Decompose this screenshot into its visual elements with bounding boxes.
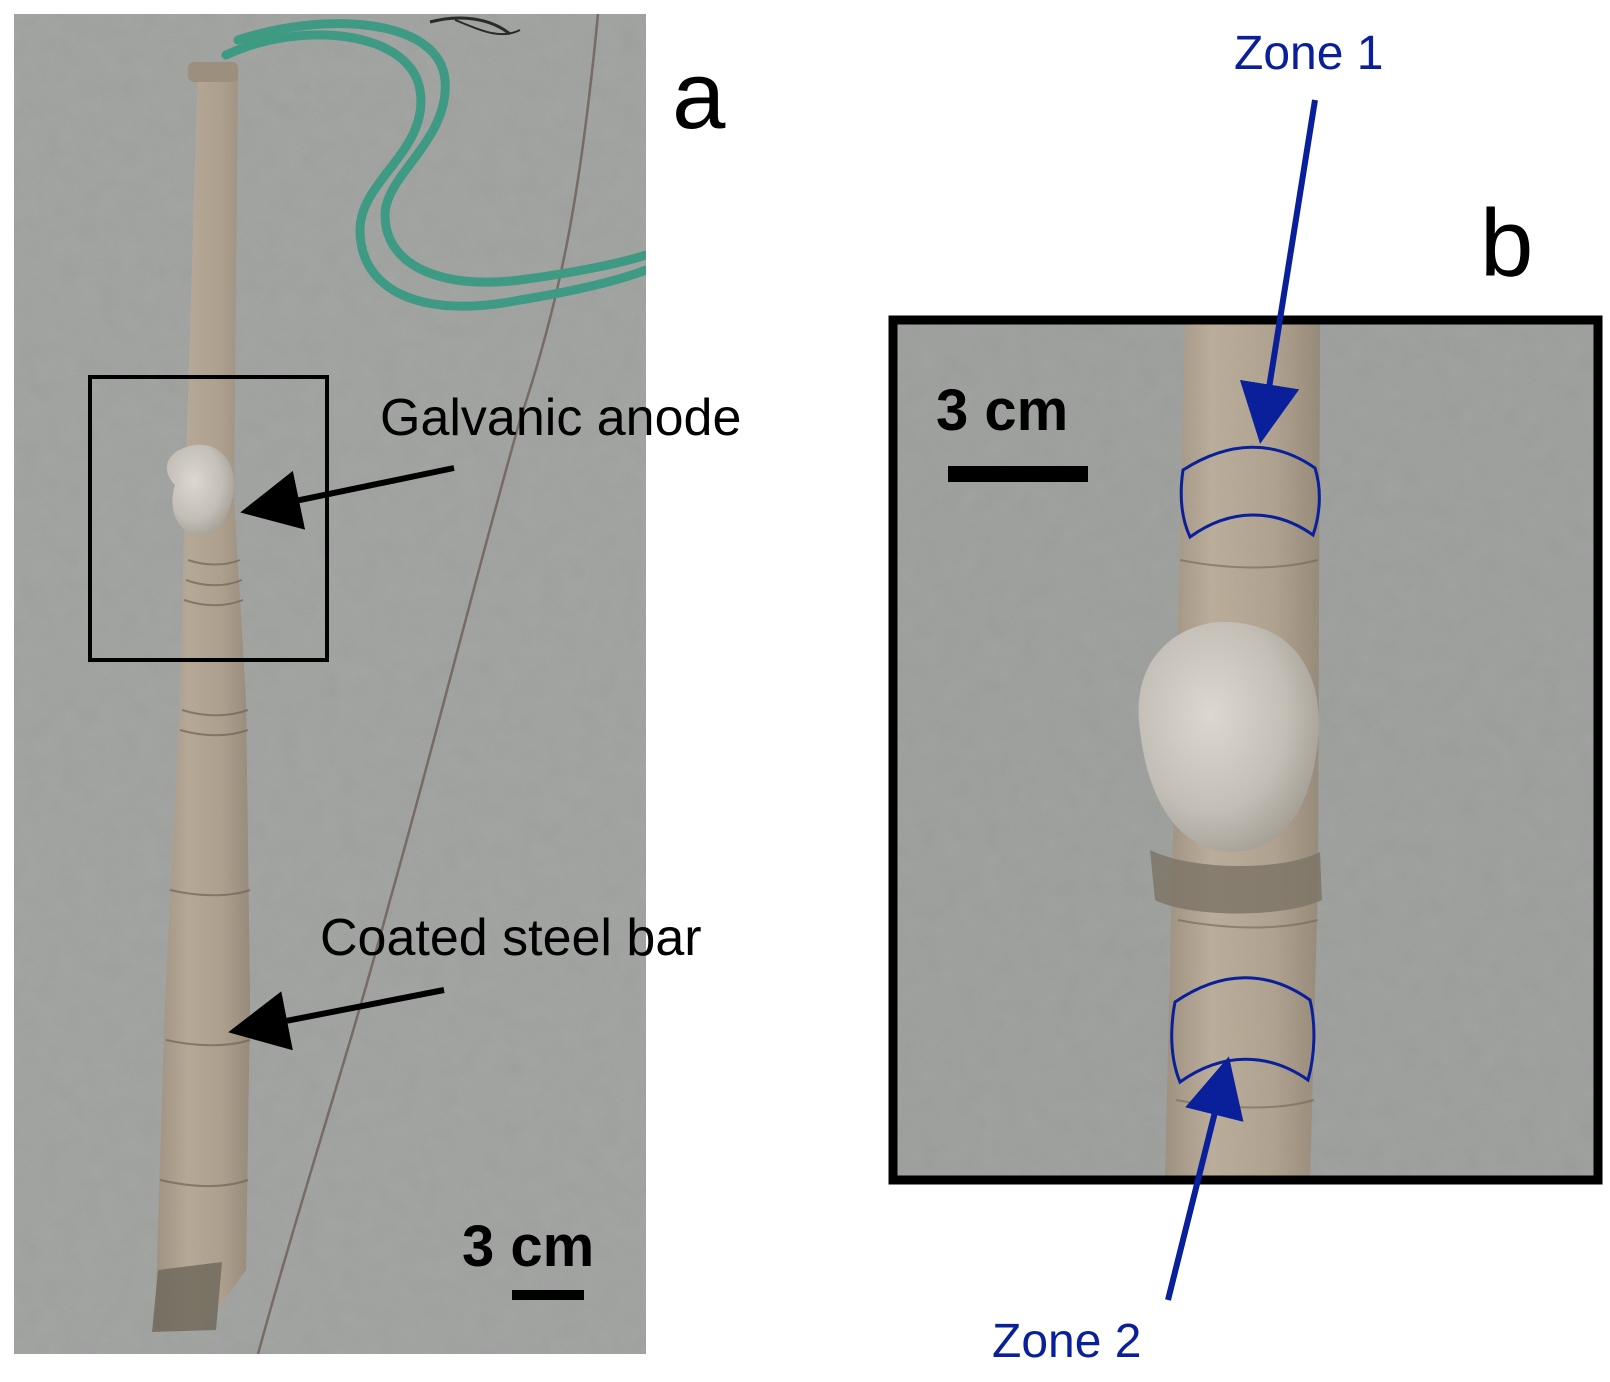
galvanic-anode-label: Galvanic anode	[380, 389, 742, 447]
wire	[429, 16, 511, 36]
anode-callout-arrow	[240, 465, 455, 530]
zone-2-arrow	[1165, 1056, 1244, 1301]
galvanic-anode-b	[1138, 621, 1319, 853]
scale-bar-b-label: 3 cm	[936, 378, 1069, 443]
rope	[221, 19, 646, 311]
zone-1-label: Zone 1	[1234, 27, 1384, 80]
galvanic-anode-a	[166, 444, 235, 535]
zone-1-arrow	[1239, 99, 1318, 444]
zone-1-outline	[1179, 445, 1321, 540]
panel-a-photo	[14, 14, 646, 1354]
scale-bar-b	[948, 466, 1088, 482]
panel-b-frame	[888, 315, 1603, 1185]
bar-callout-arrow	[228, 987, 445, 1051]
coated-steel-bar-label: Coated steel bar	[320, 909, 702, 967]
scale-bar-a-label: 3 cm	[462, 1214, 595, 1279]
floor-crack	[256, 14, 600, 1354]
panel-b-photo	[893, 320, 1598, 1180]
zoom-region-box	[88, 375, 329, 662]
anode-junction	[1150, 850, 1322, 914]
scale-bar-a	[512, 1290, 584, 1300]
zone-2-label: Zone 2	[992, 1315, 1142, 1368]
zone-2-outline	[1170, 976, 1316, 1085]
bar-end	[152, 1262, 222, 1332]
panel-a-letter: a	[672, 42, 726, 149]
panel-b-letter: b	[1480, 190, 1534, 297]
